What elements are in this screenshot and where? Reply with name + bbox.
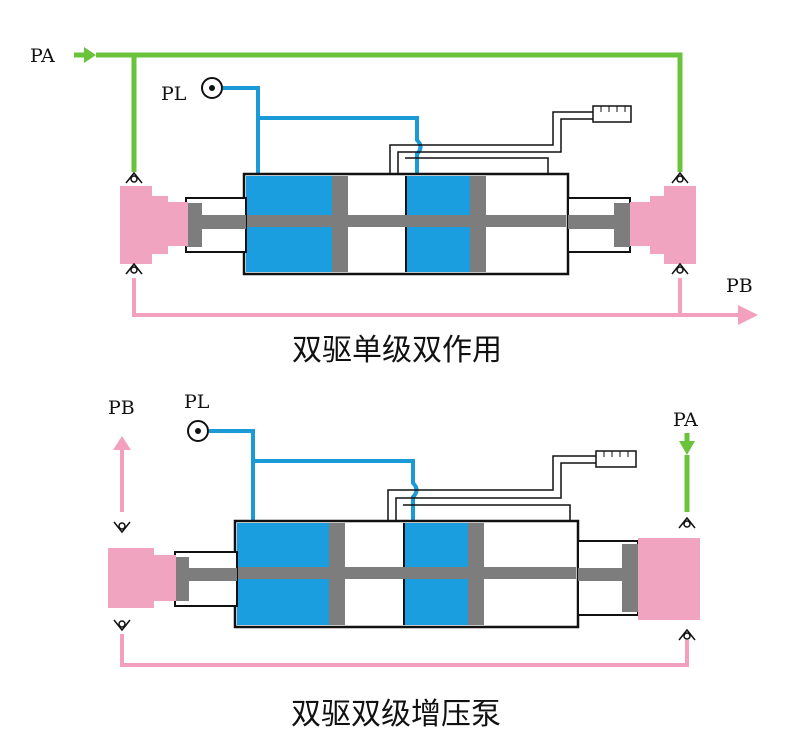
left-rod [185,197,247,253]
silencer-icon [592,105,632,123]
pressure-port-icon [201,77,223,99]
pl-label-bottom: PL [184,391,210,413]
pl-label: PL [161,83,187,105]
left-rod-bottom [174,551,238,607]
top-caption: 双驱单级双作用 [292,333,502,368]
cylinder-housing [242,172,570,276]
gauge-tubing [389,111,595,175]
gauge-tubing-bottom [387,455,598,522]
pa-label: PA [30,45,55,67]
pb-arrow-icon [738,305,758,325]
check-valve-icon [125,171,689,275]
air-supply-line [96,52,683,172]
outlet-line-bottom [120,634,689,667]
top-diagram: PA PL PB [30,45,758,368]
right-rod [567,197,631,253]
left-pump-head-bottom [108,548,176,608]
right-pump-head [630,186,696,264]
pb-label-bottom: PB [108,397,135,419]
pilot-line-bottom [209,429,255,522]
outlet-line [132,278,745,317]
right-pump-head-bottom [638,538,700,620]
pilot-line [223,86,260,175]
pb-label: PB [726,275,753,297]
left-pump-head [120,186,188,264]
pb-arrow-icon-bottom [113,436,131,512]
silencer-icon-bottom [595,450,637,468]
right-rod-bottom [577,540,639,616]
pa-arrow-icon-bottom [679,433,695,512]
bottom-caption: 双驱双级增压泵 [291,697,501,732]
check-valve-icon-bottom [113,516,696,641]
pa-arrow-icon [74,47,96,63]
pressure-port-icon-bottom [187,420,209,442]
pilot-branch-bottom [253,459,419,522]
cylinder-housing-bottom [233,519,580,629]
bottom-diagram: PB PL PA [108,391,700,732]
pa-label-bottom: PA [673,409,698,431]
pilot-branch [258,116,423,176]
